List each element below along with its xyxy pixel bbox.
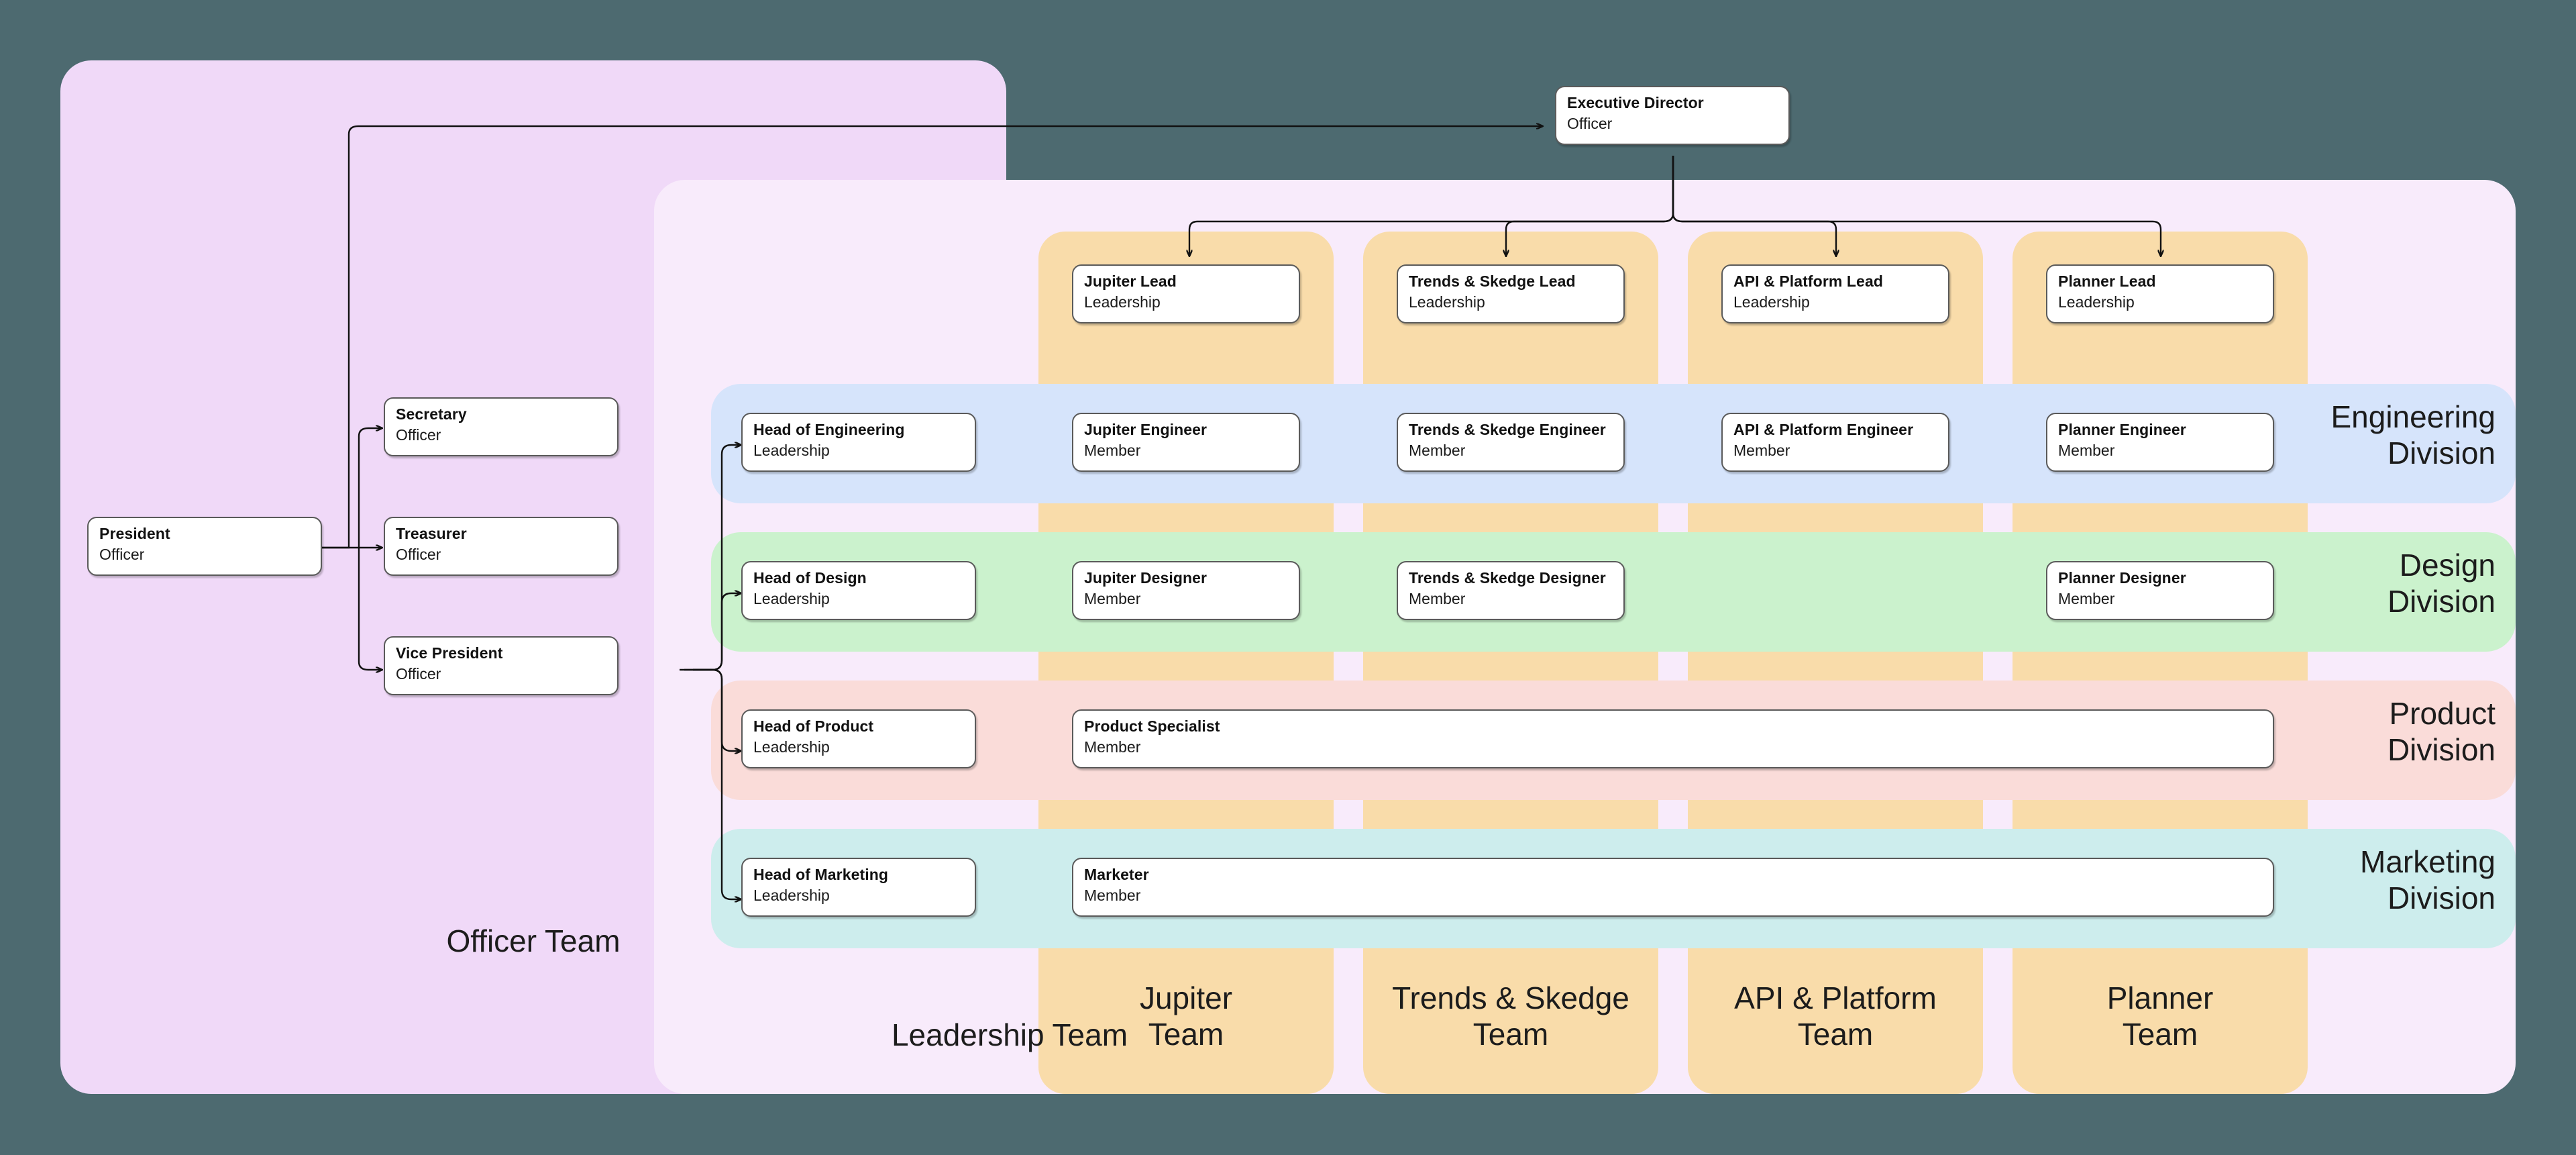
node-role: Member — [1084, 738, 1141, 756]
node-vice-president[interactable]: Vice President Officer — [384, 636, 619, 695]
node-role: Leadership — [2058, 293, 2135, 311]
node-trends-skedge-designer[interactable]: Trends & Skedge Designer Member — [1397, 561, 1625, 620]
caption-division-product: Product Division — [2387, 696, 2496, 768]
node-title: Trends & Skedge Designer — [1409, 569, 1606, 587]
node-title: Secretary — [396, 405, 467, 423]
node-title: API & Platform Lead — [1733, 272, 1883, 290]
group-team-trends-skedge — [1363, 232, 1658, 1094]
node-title: Trends & Skedge Engineer — [1409, 421, 1606, 438]
node-head-of-engineering[interactable]: Head of Engineering Leadership — [741, 413, 976, 472]
node-planner-lead[interactable]: Planner Lead Leadership — [2046, 264, 2274, 323]
node-marketer[interactable]: Marketer Member — [1072, 858, 2274, 917]
node-head-of-product[interactable]: Head of Product Leadership — [741, 709, 976, 768]
node-title: Jupiter Lead — [1084, 272, 1177, 290]
node-role: Officer — [396, 665, 441, 683]
node-president[interactable]: President Officer — [87, 517, 322, 576]
caption-officer-team: Officer Team — [446, 923, 621, 958]
node-title: Executive Director — [1567, 94, 1704, 111]
node-role: Member — [1084, 590, 1141, 608]
node-title: Treasurer — [396, 525, 467, 542]
node-secretary[interactable]: Secretary Officer — [384, 397, 619, 456]
node-title: Head of Marketing — [753, 866, 889, 883]
node-title: Jupiter Engineer — [1084, 421, 1208, 438]
node-role: Officer — [1567, 115, 1613, 133]
node-role: Leadership — [753, 590, 830, 608]
node-title: Head of Design — [753, 569, 867, 587]
node-role: Member — [2058, 590, 2115, 608]
node-role: Leadership — [753, 442, 830, 460]
node-jupiter-designer[interactable]: Jupiter Designer Member — [1072, 561, 1300, 620]
caption-division-engineering: Engineering Division — [2330, 399, 2496, 471]
node-role: Member — [2058, 442, 2115, 460]
node-api-platform-engineer[interactable]: API & Platform Engineer Member — [1721, 413, 1949, 472]
node-title: President — [99, 525, 170, 542]
group-team-api-platform — [1688, 232, 1983, 1094]
node-role: Officer — [396, 546, 441, 564]
caption-team-trends-skedge: Trends & Skedge Team — [1392, 981, 1629, 1052]
node-role: Member — [1409, 590, 1466, 608]
node-role: Member — [1084, 887, 1141, 905]
node-title: Jupiter Designer — [1084, 569, 1208, 587]
node-role: Officer — [396, 426, 441, 444]
node-role: Member — [1733, 442, 1790, 460]
node-trends-skedge-lead[interactable]: Trends & Skedge Lead Leadership — [1397, 264, 1625, 323]
node-head-of-design[interactable]: Head of Design Leadership — [741, 561, 976, 620]
node-jupiter-engineer[interactable]: Jupiter Engineer Member — [1072, 413, 1300, 472]
caption-team-jupiter: Jupiter Team — [1139, 981, 1233, 1052]
group-team-jupiter — [1038, 232, 1334, 1094]
node-title: Marketer — [1084, 866, 1149, 883]
node-api-platform-lead[interactable]: API & Platform Lead Leadership — [1721, 264, 1949, 323]
node-jupiter-lead[interactable]: Jupiter Lead Leadership — [1072, 264, 1300, 323]
node-executive-director[interactable]: Executive Director Officer — [1555, 86, 1790, 145]
node-title: API & Platform Engineer — [1733, 421, 1914, 438]
node-treasurer[interactable]: Treasurer Officer — [384, 517, 619, 576]
node-title: Trends & Skedge Lead — [1409, 272, 1576, 290]
node-role: Leadership — [753, 887, 830, 905]
node-role: Officer — [99, 546, 145, 564]
node-product-specialist[interactable]: Product Specialist Member — [1072, 709, 2274, 768]
node-role: Member — [1084, 442, 1141, 460]
node-role: Leadership — [753, 738, 830, 756]
node-title: Head of Product — [753, 717, 874, 735]
node-trends-skedge-engineer[interactable]: Trends & Skedge Engineer Member — [1397, 413, 1625, 472]
node-head-of-marketing[interactable]: Head of Marketing Leadership — [741, 858, 976, 917]
node-title: Head of Engineering — [753, 421, 905, 438]
node-role: Leadership — [1409, 293, 1485, 311]
group-team-planner — [2012, 232, 2308, 1094]
node-title: Planner Engineer — [2058, 421, 2186, 438]
node-role: Member — [1409, 442, 1466, 460]
node-title: Planner Lead — [2058, 272, 2156, 290]
caption-team-api-platform: API & Platform Team — [1734, 981, 1937, 1052]
node-role: Leadership — [1733, 293, 1810, 311]
caption-leadership-team: Leadership Team — [891, 1017, 1128, 1052]
caption-division-marketing: Marketing Division — [2360, 844, 2496, 916]
node-planner-designer[interactable]: Planner Designer Member — [2046, 561, 2274, 620]
caption-team-planner: Planner Team — [2106, 981, 2214, 1052]
node-role: Leadership — [1084, 293, 1161, 311]
node-title: Vice President — [396, 644, 503, 662]
node-title: Product Specialist — [1084, 717, 1220, 735]
node-title: Planner Designer — [2058, 569, 2186, 587]
caption-division-design: Design Division — [2387, 548, 2496, 619]
node-planner-engineer[interactable]: Planner Engineer Member — [2046, 413, 2274, 472]
